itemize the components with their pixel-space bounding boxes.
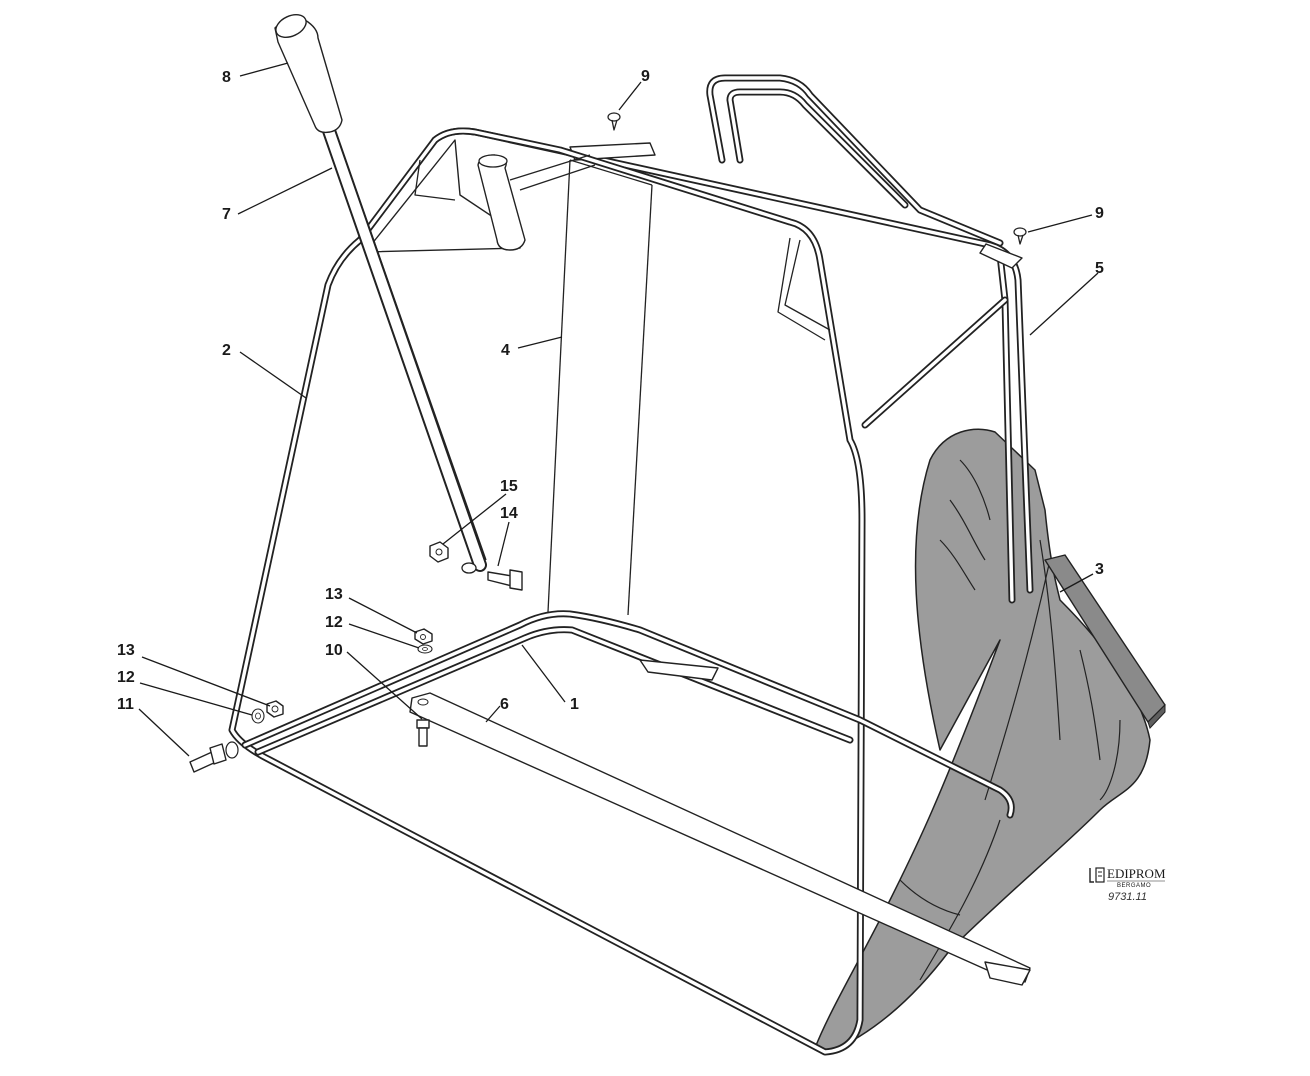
front-frame bbox=[228, 127, 866, 1056]
callout-15: 15 bbox=[500, 478, 518, 495]
washer-12-upper bbox=[417, 644, 433, 654]
grass-bag bbox=[814, 428, 1151, 1053]
callout-11: 11 bbox=[117, 696, 134, 713]
screw-9b bbox=[1013, 227, 1027, 245]
publisher-logo: EDIPROM BERGAMO 9731.11 bbox=[1089, 866, 1166, 903]
callout-5: 5 bbox=[1095, 260, 1104, 277]
strap bbox=[409, 692, 1031, 986]
callout-8: 8 bbox=[222, 69, 231, 86]
callout-10: 10 bbox=[325, 642, 343, 659]
nut-15 bbox=[429, 541, 449, 563]
nut-13-upper bbox=[414, 628, 433, 645]
hardware bbox=[189, 112, 1027, 773]
washer-12-lower bbox=[251, 708, 265, 724]
logo-name: EDIPROM bbox=[1107, 866, 1166, 881]
callout-4: 4 bbox=[501, 342, 510, 359]
bolt-10 bbox=[416, 719, 430, 747]
nut-13-lower bbox=[266, 700, 284, 718]
callout-9b: 9 bbox=[1095, 205, 1104, 222]
rear-panel bbox=[547, 159, 653, 616]
callout-13a: 13 bbox=[325, 586, 343, 603]
bolt-11 bbox=[189, 743, 227, 773]
handle-bracket bbox=[364, 139, 596, 253]
callout-6: 6 bbox=[500, 696, 509, 713]
bolt-14 bbox=[487, 569, 523, 591]
bag-handle-rod bbox=[274, 13, 487, 574]
base-frame bbox=[241, 610, 1015, 819]
logo-subtitle: BERGAMO bbox=[1117, 883, 1151, 889]
screw-9a bbox=[607, 112, 621, 131]
callout-13b: 13 bbox=[117, 642, 135, 659]
logo-mark-icon bbox=[1089, 867, 1105, 883]
rear-handle-frame bbox=[706, 74, 1004, 247]
callout-1: 1 bbox=[570, 696, 579, 713]
callout-14: 14 bbox=[500, 505, 518, 522]
figure-reference-code: 9731.11 bbox=[1108, 891, 1147, 903]
callout-3: 3 bbox=[1095, 561, 1104, 578]
frame-end-cap bbox=[225, 741, 239, 759]
leader-lines bbox=[138, 62, 1099, 757]
callout-12b: 12 bbox=[117, 669, 135, 686]
callouts: 8 7 2 4 9 9 5 3 15 14 13 12 10 13 12 11 … bbox=[117, 68, 1104, 713]
callout-9a: 9 bbox=[641, 68, 650, 85]
callout-2: 2 bbox=[222, 342, 231, 359]
bag-mouth-strip bbox=[1044, 554, 1166, 729]
callout-7: 7 bbox=[222, 206, 231, 223]
callout-12a: 12 bbox=[325, 614, 343, 631]
